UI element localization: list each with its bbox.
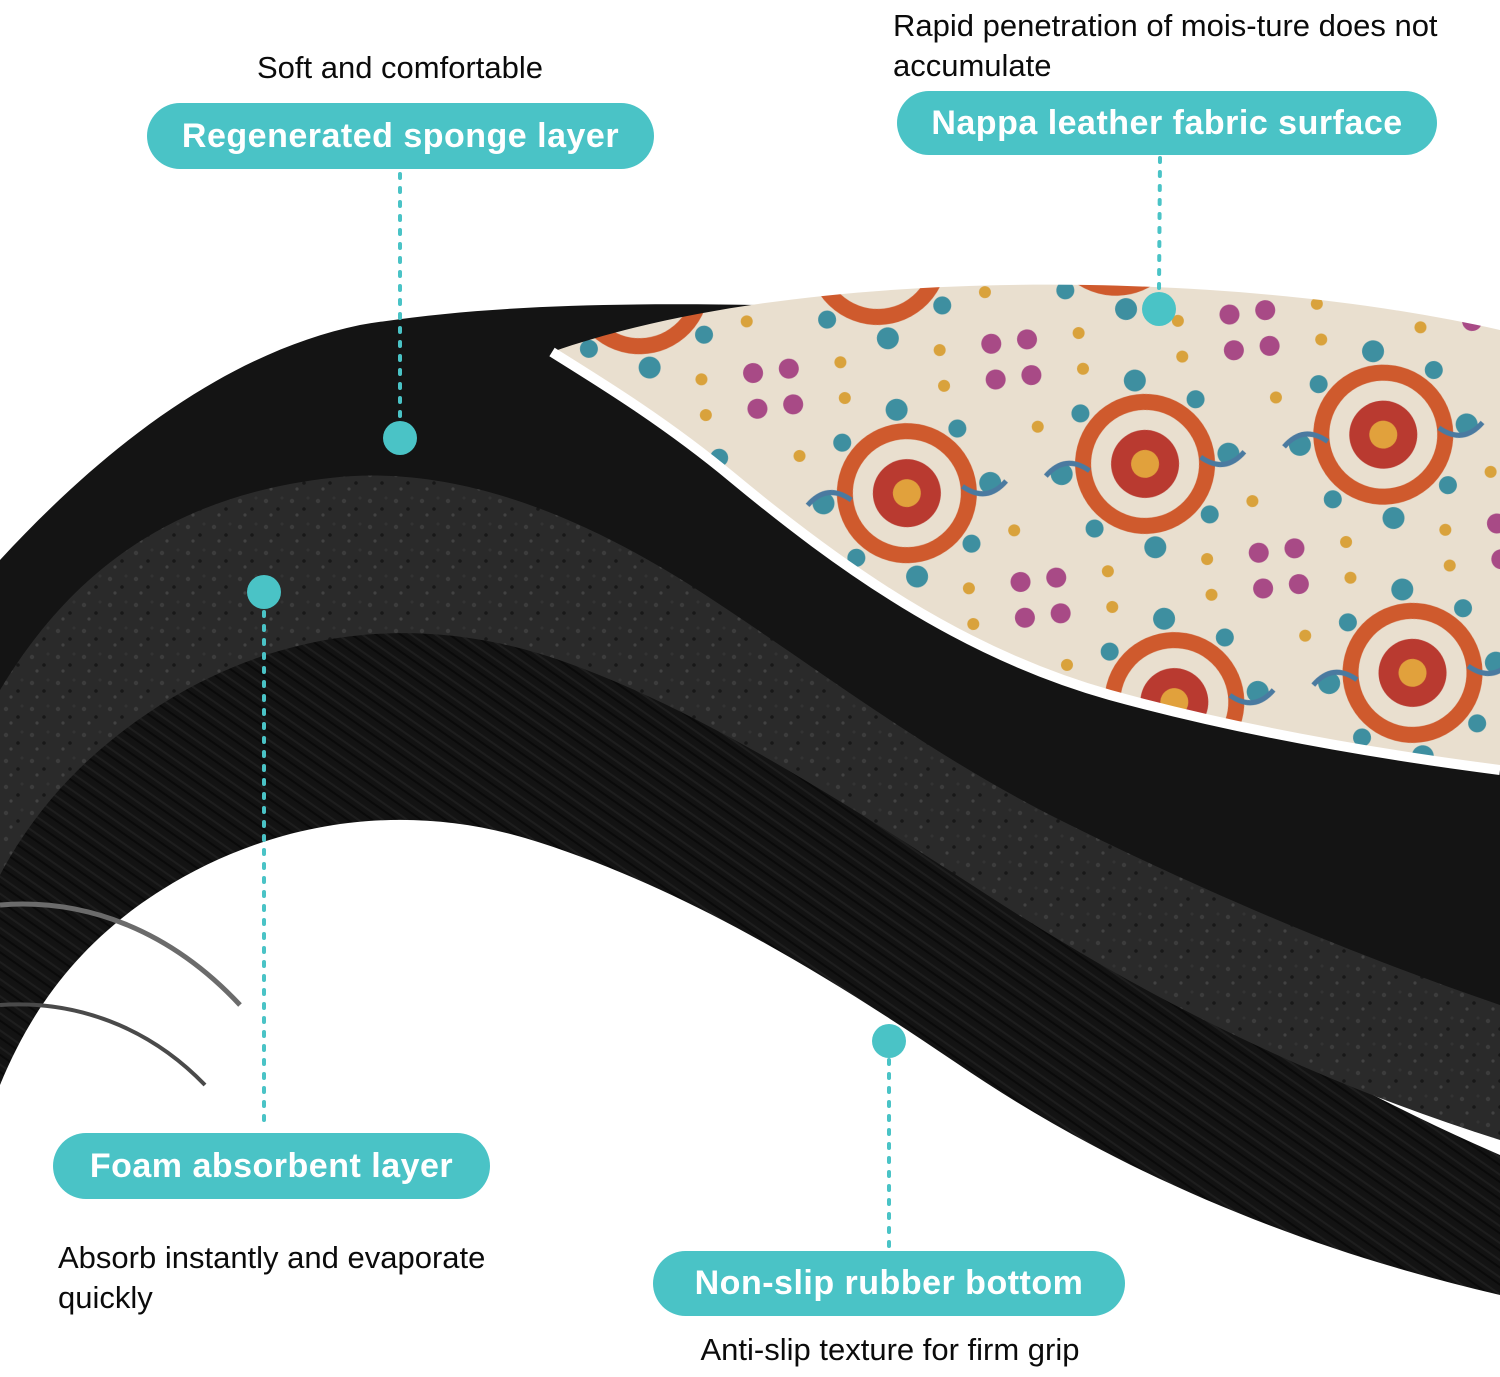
leader-line-fabric xyxy=(1157,156,1162,292)
fabric-edge-highlight xyxy=(549,347,1500,775)
note-foam: Absorb instantly and evaporate quickly xyxy=(58,1240,486,1315)
leader-dot-foam xyxy=(247,575,281,609)
leader-dot-fabric xyxy=(1142,292,1176,326)
label-pill-fabric: Nappa leather fabric surface xyxy=(897,91,1437,155)
label-pill-rubber: Non-slip rubber bottom xyxy=(653,1251,1125,1316)
leader-dot-sponge xyxy=(383,421,417,455)
note-sponge: Soft and comfortable xyxy=(256,50,544,85)
note-rubber: Anti-slip texture for firm grip xyxy=(700,1332,1080,1367)
fabric-surface-shape xyxy=(552,284,1500,770)
label-pill-foam: Foam absorbent layer xyxy=(53,1133,490,1199)
leader-dot-rubber xyxy=(872,1024,906,1058)
rolled-edge-line-1 xyxy=(0,901,242,1007)
label-pill-sponge: Regenerated sponge layer xyxy=(147,103,654,169)
note-fabric: Rapid penetration of mois-ture does not … xyxy=(893,8,1438,83)
rolled-edge-line-2 xyxy=(0,1002,207,1087)
rubber-bottom-layer-shape xyxy=(0,585,1500,1295)
foam-layer-shape xyxy=(0,438,1500,1140)
